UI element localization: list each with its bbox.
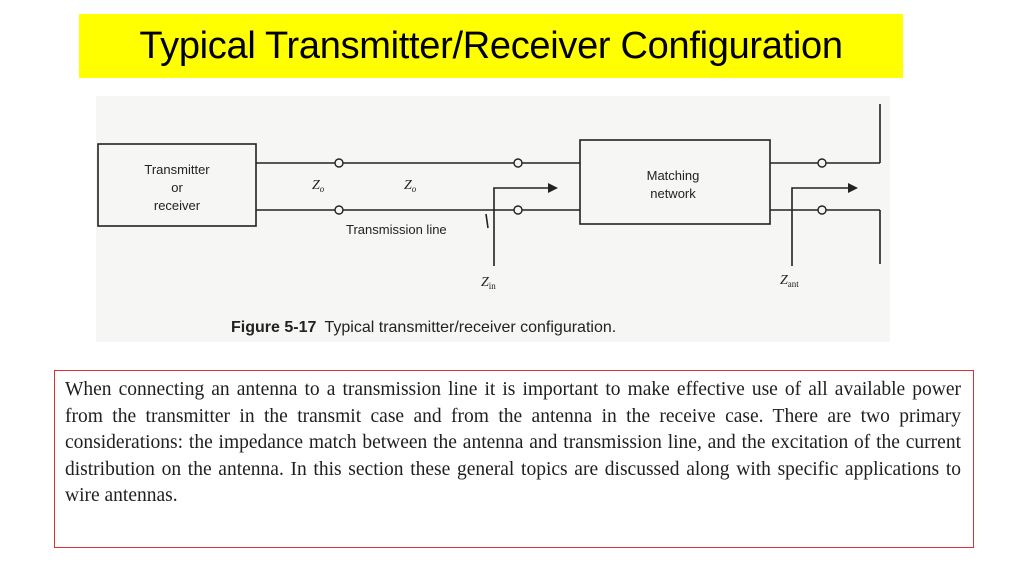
source-box-line-1: Transmitter bbox=[144, 162, 210, 177]
terminal-left-top bbox=[334, 158, 344, 168]
transmission-line-label: Transmission line bbox=[346, 222, 447, 237]
paragraph-text: When connecting an antenna to a transmis… bbox=[65, 379, 961, 506]
figure-caption: Figure 5-17 Typical transmitter/receiver… bbox=[231, 319, 616, 336]
source-box-line-3: receiver bbox=[154, 198, 201, 213]
source-box-line-2: or bbox=[171, 180, 183, 195]
zo-left-label: Zo bbox=[312, 178, 325, 194]
zin-arrowhead bbox=[548, 183, 558, 193]
paragraph-box: When connecting an antenna to a transmis… bbox=[54, 370, 974, 548]
matching-network-box bbox=[579, 139, 771, 225]
figure-scan: Transmitter or receiver Matching network… bbox=[96, 96, 890, 342]
slide-title: Typical Transmitter/Receiver Configurati… bbox=[79, 14, 903, 78]
zo-right-label: Zo bbox=[404, 178, 417, 194]
zant-arrow bbox=[791, 187, 848, 266]
transmitter-receiver-box bbox=[97, 143, 257, 227]
zin-arrow bbox=[493, 187, 548, 266]
zin-label: Zin bbox=[481, 275, 496, 291]
transmitter-receiver-diagram: Transmitter or receiver Matching network… bbox=[97, 104, 881, 336]
terminal-right-bottom bbox=[513, 205, 523, 215]
matching-box-line-2: network bbox=[650, 186, 696, 201]
slide-title-text: Typical Transmitter/Receiver Configurati… bbox=[139, 24, 843, 67]
zant-label: Zant bbox=[780, 273, 799, 289]
terminal-left-bottom bbox=[334, 205, 344, 215]
matching-box-line-1: Matching bbox=[647, 168, 700, 183]
terminal-antenna-top bbox=[817, 158, 827, 168]
terminal-right-top bbox=[513, 158, 523, 168]
zant-arrowhead bbox=[848, 183, 858, 193]
transmission-line-leader bbox=[485, 213, 489, 229]
terminal-antenna-bottom bbox=[817, 205, 827, 215]
